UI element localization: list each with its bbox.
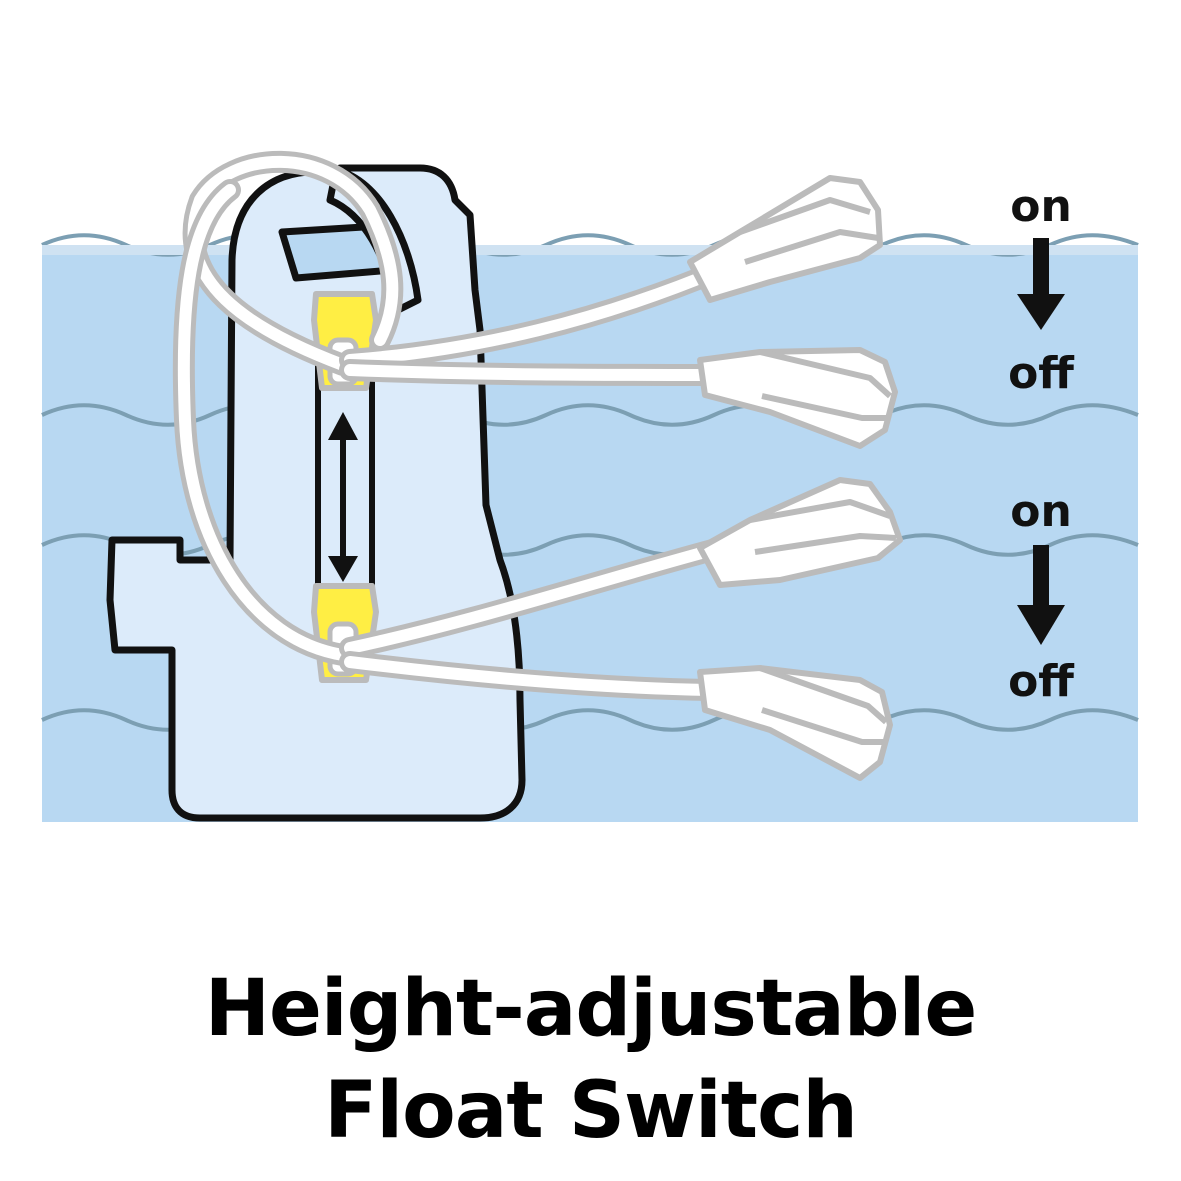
float-cables — [172, 150, 731, 701]
lower-off-label: off — [1008, 656, 1074, 707]
upper-level-arrow — [1017, 238, 1065, 330]
float-upper-off — [697, 347, 898, 449]
lower-on-label: on — [1010, 486, 1072, 537]
water-surface — [41, 233, 1139, 257]
wave-line-upper — [41, 403, 1139, 427]
upper-on-label: on — [1010, 181, 1072, 232]
height-adjust-arrow — [328, 412, 358, 582]
upper-off-label: off — [1008, 348, 1074, 399]
caption-line-2: Float Switch — [324, 1066, 858, 1156]
caption-line-1: Height-adjustable — [204, 964, 978, 1054]
lower-level-arrow — [1017, 545, 1065, 645]
float-lower-off — [697, 665, 893, 781]
float-upper-on — [687, 175, 883, 303]
pump-diagram — [41, 150, 1139, 822]
float-lower-on — [697, 477, 903, 588]
